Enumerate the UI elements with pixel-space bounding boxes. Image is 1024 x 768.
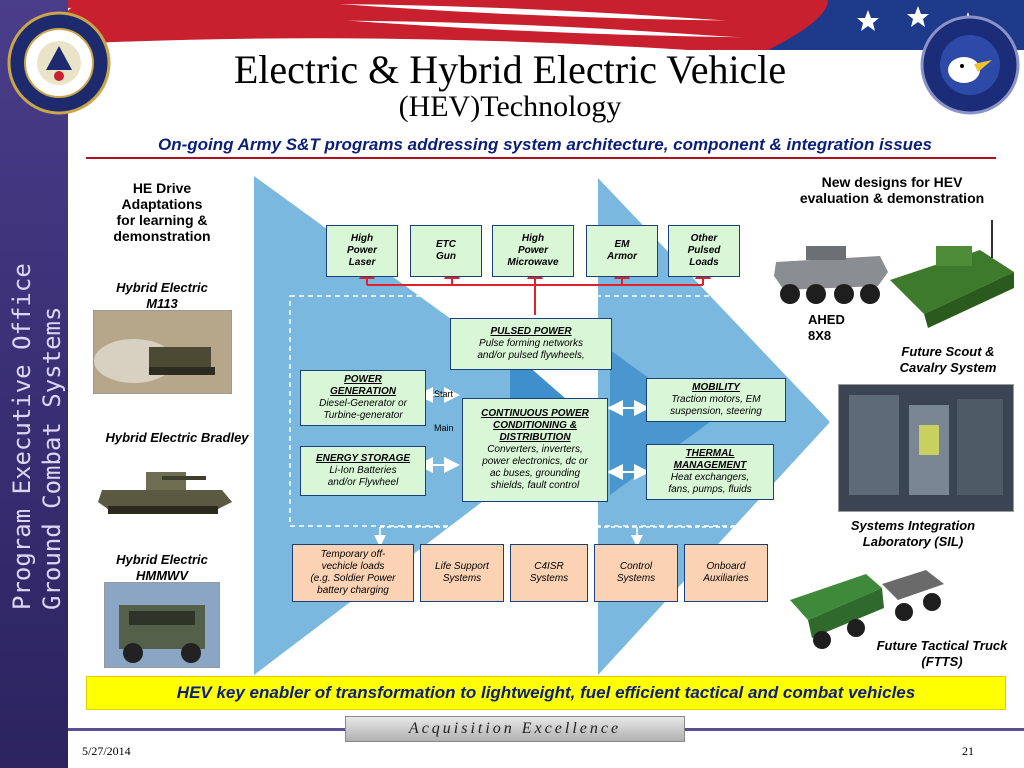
page-number: 21 <box>962 744 974 758</box>
future-scout-vehicle-image <box>890 220 1014 328</box>
connectors <box>359 265 741 547</box>
hmmwv-photo <box>104 582 220 668</box>
sidebar-line1: Program Executive Office <box>8 263 36 610</box>
bradley-label: Hybrid Electric Bradley <box>105 430 249 445</box>
temporary-loads-box: Temporary off-vechicle loads (e.g. Soldi… <box>292 544 414 602</box>
continuous-power-conditioning-box: CONTINUOUS POWER CONDITIONING & DISTRIBU… <box>462 398 608 502</box>
sidebar-vertical-text: Program Executive Office Ground Combat S… <box>8 263 66 610</box>
m113-photo <box>93 310 232 394</box>
footer-tagline: Acquisition Excellence <box>345 716 685 742</box>
army-seal-icon <box>7 11 111 115</box>
ahed-vehicle-image <box>774 246 888 304</box>
sidebar <box>0 0 68 768</box>
footer-line-right <box>684 728 1024 731</box>
bradley-photo <box>92 450 238 520</box>
main-label: Main <box>434 423 454 433</box>
future-scout-label: Future Scout &Cavalry System <box>899 344 997 375</box>
peo-gcs-logo-icon <box>920 15 1020 115</box>
page-title: Electric & Hybrid Electric Vehicle <box>233 47 787 92</box>
footer-line-left <box>68 728 346 731</box>
key-message-banner: HEV key enabler of transformation to lig… <box>86 676 1006 710</box>
flag-banner <box>68 0 1024 50</box>
title-divider <box>86 157 996 159</box>
ftts-label: Future Tactical Truck(FTTS) <box>876 638 1008 669</box>
ftts-vehicle-image <box>790 570 944 649</box>
sidebar-line2: Ground Combat Systems <box>38 307 66 610</box>
sil-photo <box>838 384 1014 512</box>
start-label: Start <box>434 389 454 399</box>
footer-date: 5/27/2014 <box>82 744 131 758</box>
page-subtitle: On-going Army S&T programs addressing sy… <box>158 135 932 154</box>
thermal-management-box: THERMAL MANAGEMENT Heat exchangers,fans,… <box>646 444 774 500</box>
page-title-line2: (HEV)Technology <box>398 90 622 123</box>
integration-boundary <box>289 295 831 527</box>
